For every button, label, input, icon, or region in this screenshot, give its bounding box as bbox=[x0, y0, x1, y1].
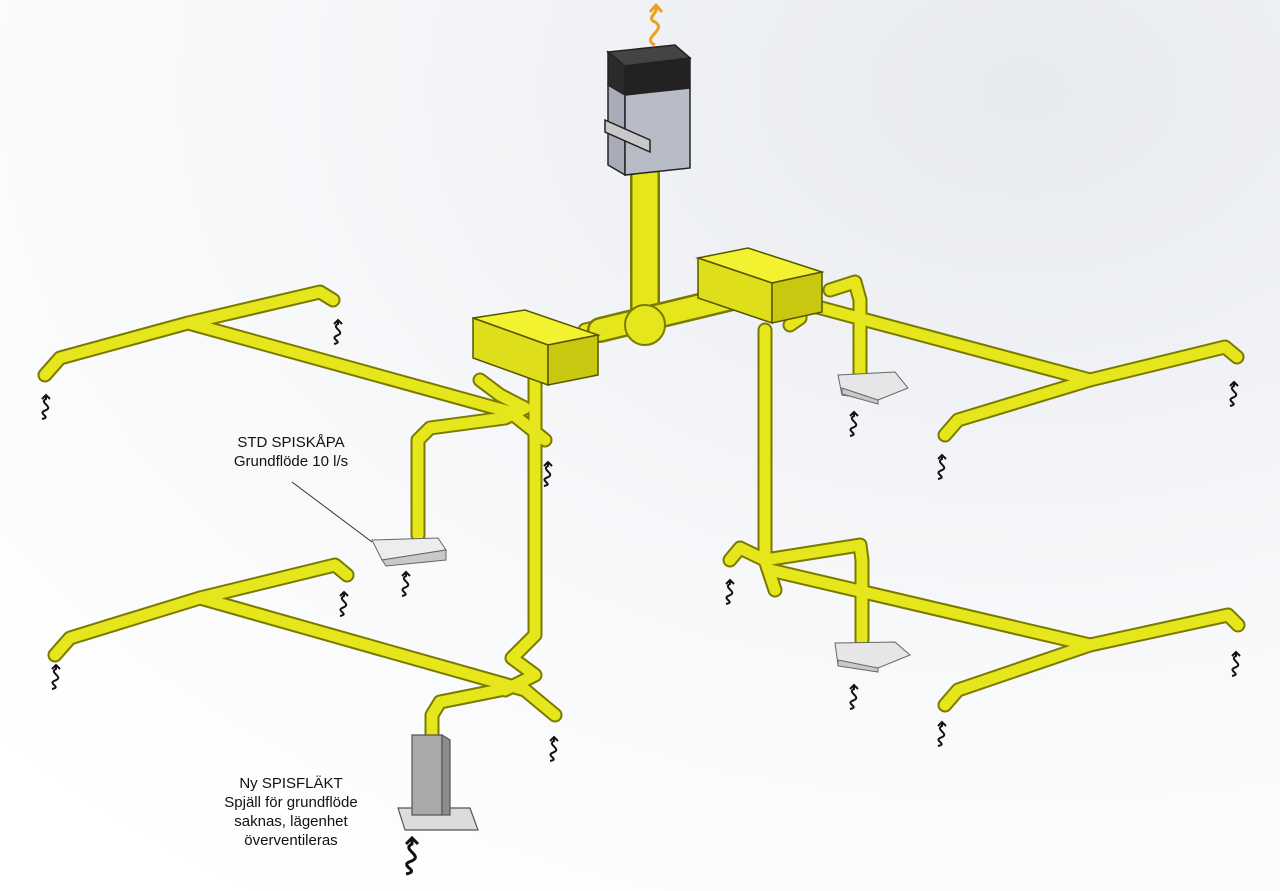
annotation-line: Grundflöde 10 l/s bbox=[233, 453, 349, 470]
airflow-arrow-icon bbox=[333, 318, 343, 345]
cooker-hood-icon bbox=[834, 641, 911, 673]
airflow-arrow-icon bbox=[849, 683, 859, 710]
leader-line bbox=[291, 481, 373, 543]
silencer-right bbox=[695, 247, 825, 325]
roof-fan-icon bbox=[604, 44, 692, 177]
airflow-arrow-icon bbox=[41, 393, 51, 420]
annotation-line: överventileras bbox=[244, 832, 338, 849]
airflow-arrow-icon bbox=[549, 735, 559, 762]
cooker-hood-icon bbox=[837, 371, 909, 405]
airflow-arrow-icon bbox=[339, 590, 349, 617]
silencer-left bbox=[472, 309, 601, 387]
airflow-arrow-icon bbox=[849, 410, 859, 437]
airflow-arrow-icon bbox=[1229, 380, 1239, 407]
exhaust-arrow-icon bbox=[649, 6, 660, 47]
airflow-arrow-icon bbox=[937, 453, 947, 480]
airflow-arrow-icon bbox=[404, 835, 420, 876]
kitchen-fan-icon bbox=[397, 733, 479, 831]
airflow-arrows bbox=[41, 318, 1241, 876]
annotation-std-spiskapa: STD SPISKÅPA Grundflöde 10 l/s bbox=[196, 433, 386, 471]
airflow-arrow-icon bbox=[543, 460, 553, 487]
airflow-arrow-icon bbox=[401, 570, 411, 597]
duct-network bbox=[37, 160, 1246, 743]
annotation-line: Spjäll för grundflöde bbox=[224, 794, 358, 811]
annotation-line: STD SPISKÅPA bbox=[237, 434, 345, 451]
airflow-arrow-icon bbox=[51, 663, 61, 690]
airflow-arrow-icon bbox=[725, 578, 735, 605]
annotation-line: Ny SPISFLÄKT bbox=[239, 775, 343, 792]
airflow-arrow-icon bbox=[937, 720, 947, 747]
annotation-ny-spisflakt: Ny SPISFLÄKT Spjäll för grundflöde sakna… bbox=[196, 774, 386, 850]
annotation-line: saknas, lägenhet bbox=[234, 813, 348, 830]
cooker-hood-icon bbox=[371, 537, 447, 567]
airflow-arrow-icon bbox=[1231, 650, 1241, 677]
